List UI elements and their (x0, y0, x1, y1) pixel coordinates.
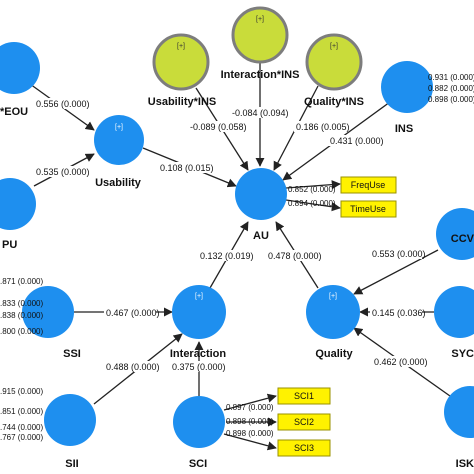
loading-ssi-3: .838 (0.000) (0, 311, 43, 320)
construct-quality[interactable] (306, 285, 360, 339)
label-interaction: Interaction (170, 348, 227, 360)
loading-ssi-1: .871 (0.000) (0, 277, 43, 286)
coef-sii-interaction: 0.488 (0.000) (106, 362, 160, 372)
loading-sci-1: 0.897 (0.000) (226, 403, 274, 412)
indicator-sci3-label: SCI3 (294, 443, 314, 453)
label-usability: Usability (95, 177, 142, 189)
quality-plus-marker[interactable]: [+] (329, 293, 337, 300)
coef-usability-ins-au: -0.089 (0.058) (190, 122, 247, 132)
indicator-sci1-label: SCI1 (294, 391, 314, 401)
construct-ccv[interactable] (436, 208, 474, 260)
construct-interaction-ins[interactable] (231, 6, 289, 64)
label-pu: PU (2, 239, 17, 251)
loading-arrow-sci-sci3 (223, 433, 277, 451)
node-labels: *EOU PU Usability Usability*INS Interact… (0, 69, 474, 470)
loading-ins-3: 0.898 (0.000) (428, 95, 474, 104)
construct-syc[interactable] (434, 286, 474, 338)
coef-sci-interaction: 0.375 (0.000) (172, 362, 226, 372)
arrow-ccv-quality (353, 249, 439, 295)
indicator-frequse-label: FreqUse (351, 180, 386, 190)
label-syc: SYC (451, 348, 474, 360)
loading-sii-4: .767 (0.000) (0, 433, 43, 442)
indicator-timeuse-label: TimeUse (350, 204, 386, 214)
loading-au-2: 0.894 (0.000) (288, 199, 336, 208)
indicator-sci1[interactable]: SCI1 (277, 387, 331, 405)
construct-usability-ins[interactable] (152, 33, 210, 91)
construct-au[interactable] (235, 168, 287, 220)
construct-ssi[interactable] (22, 286, 74, 338)
indicators: FreqUse TimeUse SCI1 SCI2 SCI3 (277, 176, 397, 457)
usability-ins-plus-marker[interactable]: [+] (177, 43, 185, 50)
collapse-markers: [+] [+] [+] [+] [+] [+] (115, 16, 338, 300)
coef-ins-au: 0.431 (0.000) (330, 136, 384, 146)
label-ssi: SSI (63, 348, 81, 360)
loading-ssi-2: .833 (0.000) (0, 299, 43, 308)
coef-isk-quality: 0.462 (0.000) (374, 357, 428, 367)
label-sii: SII (65, 458, 78, 470)
label-au: AU (253, 230, 269, 242)
loading-au-1: 0.852 (0.000) (288, 185, 336, 194)
construct-sci[interactable] (173, 396, 225, 448)
loading-sii-2: .851 (0.000) (0, 407, 43, 416)
label-sci: SCI (189, 458, 207, 470)
coef-interaction-ins-au: -0.084 (0.094) (232, 108, 289, 118)
coef-ccv-quality: 0.553 (0.000) (372, 249, 426, 259)
construct-sii[interactable] (44, 394, 96, 446)
construct-pu[interactable] (0, 178, 36, 230)
loading-ssi-4: .800 (0.000) (0, 327, 43, 336)
loading-arrow-au-frequse (285, 180, 341, 190)
coef-pu-usability: 0.535 (0.000) (36, 167, 90, 177)
construct-isk[interactable] (444, 386, 474, 438)
coef-peou-usability: 0.556 (0.000) (36, 99, 90, 109)
coef-quality-au: 0.478 (0.000) (268, 251, 322, 261)
label-ccv: CCV (451, 233, 474, 245)
label-ins: INS (395, 123, 413, 135)
indicator-frequse[interactable]: FreqUse (340, 176, 397, 194)
construct-ins[interactable] (381, 61, 433, 113)
label-quality-ins: Quality*INS (304, 96, 364, 108)
indicator-sci2[interactable]: SCI2 (277, 413, 331, 431)
indicator-sci2-label: SCI2 (294, 417, 314, 427)
loading-arrow-au-timeuse (285, 199, 341, 212)
quality-ins-plus-marker[interactable]: [+] (330, 43, 338, 50)
outer-loadings: 0.931 (0.000) 0.882 (0.000) 0.898 (0.000… (0, 73, 474, 442)
indicator-sci3[interactable]: SCI3 (277, 439, 331, 457)
label-peou: *EOU (0, 106, 28, 118)
loading-sii-1: .915 (0.000) (0, 387, 43, 396)
interaction-plus-marker[interactable]: [+] (195, 293, 203, 300)
path-coefficient-labels: 0.556 (0.000) 0.535 (0.000) 0.108 (0.015… (34, 98, 428, 372)
constructs (0, 6, 474, 448)
loading-ins-2: 0.882 (0.000) (428, 84, 474, 93)
construct-quality-ins[interactable] (305, 33, 363, 91)
label-interaction-ins: Interaction*INS (221, 69, 300, 81)
coef-syc-quality: 0.145 (0.036) (372, 308, 426, 318)
label-isk: ISK (456, 458, 474, 470)
coef-ssi-interaction: 0.467 (0.000) (106, 308, 160, 318)
coef-usability-au: 0.108 (0.015) (160, 163, 214, 173)
construct-peou[interactable] (0, 42, 40, 94)
label-usability-ins: Usability*INS (148, 96, 216, 108)
construct-interaction[interactable] (172, 285, 226, 339)
indicator-timeuse[interactable]: TimeUse (340, 200, 397, 218)
usability-plus-marker[interactable]: [+] (115, 124, 123, 131)
interaction-ins-plus-marker[interactable]: [+] (256, 16, 264, 23)
loading-sci-2: 0.898 (0.000) (226, 417, 274, 426)
label-quality: Quality (315, 348, 353, 360)
construct-usability[interactable] (94, 115, 144, 165)
loading-sci-3: 0.898 (0.000) (226, 429, 274, 438)
loading-arrow-sci-sci1 (223, 393, 277, 411)
coef-interaction-au: 0.132 (0.019) (200, 251, 254, 261)
coef-quality-ins-au: 0.186 (0.005) (296, 122, 350, 132)
loading-sii-3: .744 (0.000) (0, 423, 43, 432)
loading-ins-1: 0.931 (0.000) (428, 73, 474, 82)
